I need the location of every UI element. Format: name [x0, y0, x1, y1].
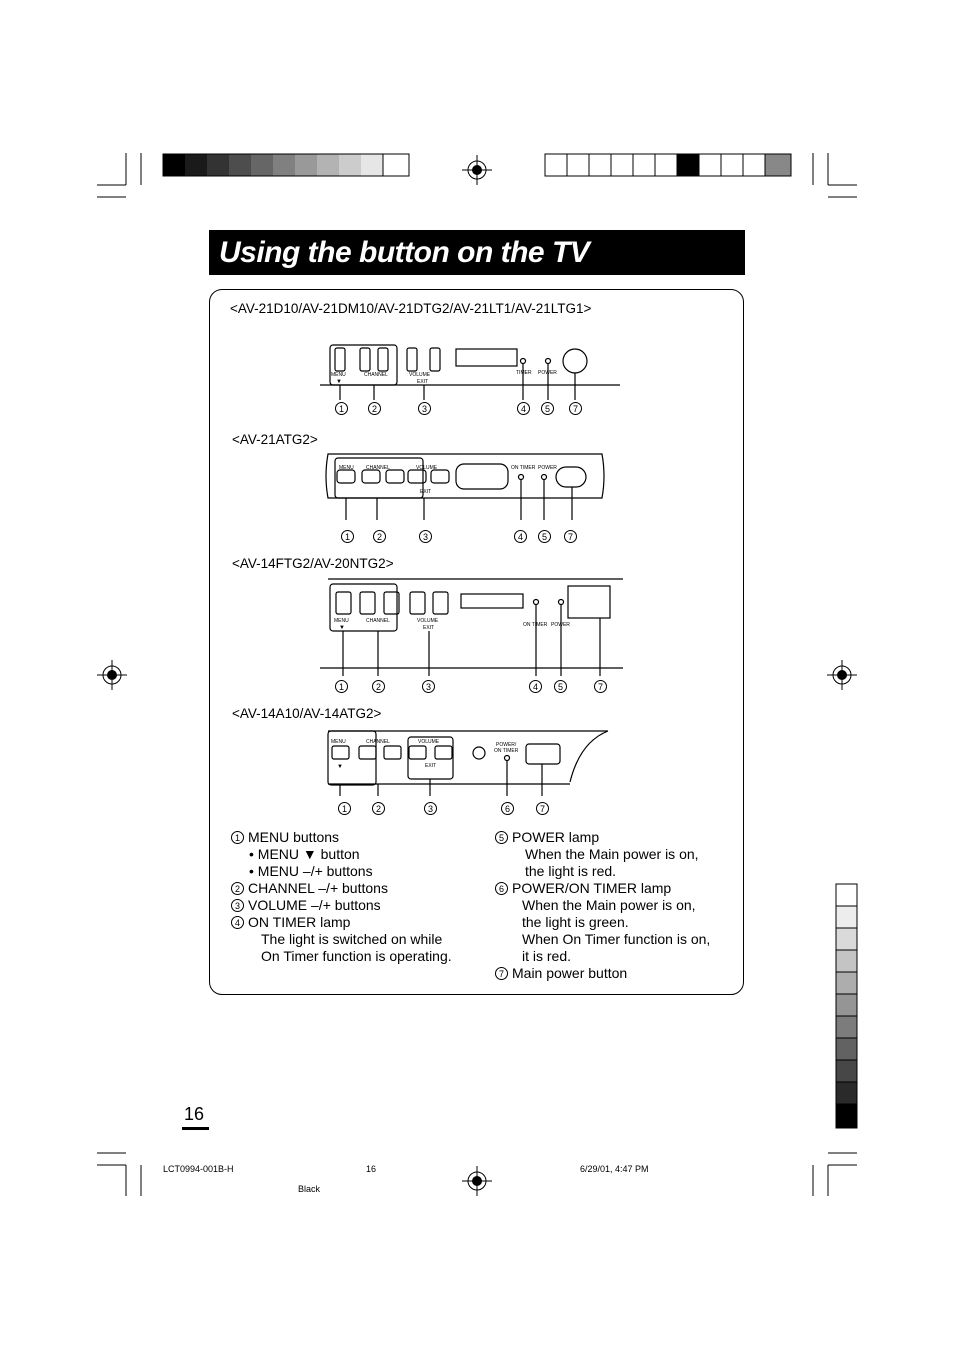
legend-item: • MENU –/+ buttons	[249, 863, 373, 879]
callout-6: 6	[501, 802, 518, 816]
callout-2: 2	[372, 680, 389, 694]
grayscale-bar-left	[162, 153, 410, 177]
legend-item: The light is switched on while	[261, 931, 443, 947]
grayscale-bar-side	[835, 883, 858, 1129]
svg-text:POWER: POWER	[551, 622, 570, 628]
color-bar-right	[544, 153, 792, 177]
page-number: 16	[184, 1104, 205, 1124]
callout-2: 2	[372, 802, 389, 816]
svg-text:MENU: MENU	[339, 465, 354, 471]
svg-text:ON TIMER: ON TIMER	[523, 622, 548, 628]
svg-text:CHANNEL: CHANNEL	[366, 739, 390, 745]
content-frame	[209, 289, 744, 995]
legend-item: it is red.	[522, 948, 572, 964]
footer-color: Black	[298, 1184, 321, 1194]
registration-mark-bottom	[462, 1166, 492, 1196]
callout-4: 4	[529, 680, 546, 694]
callout-3: 3	[422, 680, 439, 694]
model-heading-3: <AV-14FTG2/AV-20NTG2>	[232, 556, 394, 571]
footer-page: 16	[366, 1164, 377, 1174]
callout-5: 5	[541, 402, 558, 416]
page-number-underline	[182, 1127, 209, 1130]
callout-7: 7	[564, 530, 581, 544]
title-bar	[209, 230, 745, 275]
svg-text:MENU: MENU	[331, 372, 346, 378]
footer-date: 6/29/01, 4:47 PM	[580, 1164, 649, 1174]
svg-text:ON TIMER: ON TIMER	[494, 748, 519, 754]
svg-text:MENU: MENU	[331, 739, 346, 745]
callout-7: 7	[536, 802, 553, 816]
legend-item: the light is green.	[522, 914, 629, 930]
svg-text:POWER: POWER	[538, 465, 557, 471]
callout-3: 3	[418, 402, 435, 416]
svg-text:CHANNEL: CHANNEL	[366, 465, 390, 471]
legend-item: When the Main power is on,	[525, 846, 699, 862]
callout-1: 1	[335, 402, 352, 416]
svg-text:▼: ▼	[339, 625, 345, 631]
svg-text:EXIT: EXIT	[420, 489, 431, 495]
callout-1: 1	[335, 680, 352, 694]
model-heading-1: <AV-21D10/AV-21DM10/AV-21DTG2/AV-21LT1/A…	[230, 301, 592, 316]
svg-text:EXIT: EXIT	[423, 625, 434, 631]
callout-4: 4	[514, 530, 531, 544]
callout-2: 2	[368, 402, 385, 416]
svg-text:CHANNEL: CHANNEL	[366, 618, 390, 624]
callout-5: 5	[538, 530, 555, 544]
svg-text:MENU: MENU	[334, 618, 349, 624]
svg-text:POWER: POWER	[538, 370, 557, 376]
svg-text:ON TIMER: ON TIMER	[511, 465, 536, 471]
svg-text:VOLUME: VOLUME	[416, 465, 438, 471]
callout-4: 4	[517, 402, 534, 416]
svg-text:POWER/: POWER/	[496, 742, 517, 748]
callout-1: 1	[338, 802, 355, 816]
callout-7: 7	[569, 402, 586, 416]
callout-2: 2	[373, 530, 390, 544]
svg-text:EXIT: EXIT	[425, 763, 436, 769]
svg-text:▼: ▼	[337, 764, 343, 770]
callout-1: 1	[341, 530, 358, 544]
legend-item: When the Main power is on,	[522, 897, 696, 913]
svg-text:CHANNEL: CHANNEL	[364, 372, 388, 378]
callout-5: 5	[554, 680, 571, 694]
footer-code: LCT0994-001B-H	[163, 1164, 234, 1174]
legend-item: the light is red.	[525, 863, 617, 879]
svg-text:VOLUME: VOLUME	[409, 372, 431, 378]
model-heading-4: <AV-14A10/AV-14ATG2>	[232, 706, 382, 721]
svg-text:EXIT: EXIT	[417, 379, 428, 385]
legend-item: When On Timer function is on,	[522, 931, 711, 947]
callout-7: 7	[594, 680, 611, 694]
svg-text:▼: ▼	[336, 379, 342, 385]
svg-text:VOLUME: VOLUME	[418, 739, 440, 745]
callout-3: 3	[424, 802, 441, 816]
registration-mark-right	[827, 660, 857, 690]
control-panel-diagram-3: MENU ▼ CHANNEL VOLUME EXIT ON TIMER POWE…	[320, 578, 623, 676]
registration-mark-top	[462, 155, 492, 185]
callout-3: 3	[419, 530, 436, 544]
control-panel-diagram-4: MENU ▼ CHANNEL VOLUME EXIT POWER/ ON TIM…	[327, 730, 609, 796]
legend-item: • MENU ▼ button	[249, 846, 360, 862]
page-title: Using the button on the TV	[219, 236, 590, 269]
legend-item: On Timer function is operating.	[261, 948, 452, 964]
control-panel-diagram-2: MENU CHANNEL VOLUME EXIT ON TIMER POWER	[325, 453, 605, 520]
svg-text:VOLUME: VOLUME	[417, 618, 439, 624]
registration-mark-left	[97, 660, 127, 690]
control-panel-diagram-1: MENU ▼ CHANNEL VOLUME EXIT TIMER POWER	[320, 344, 620, 400]
model-heading-2: <AV-21ATG2>	[232, 432, 318, 447]
svg-text:TIMER: TIMER	[516, 370, 532, 376]
